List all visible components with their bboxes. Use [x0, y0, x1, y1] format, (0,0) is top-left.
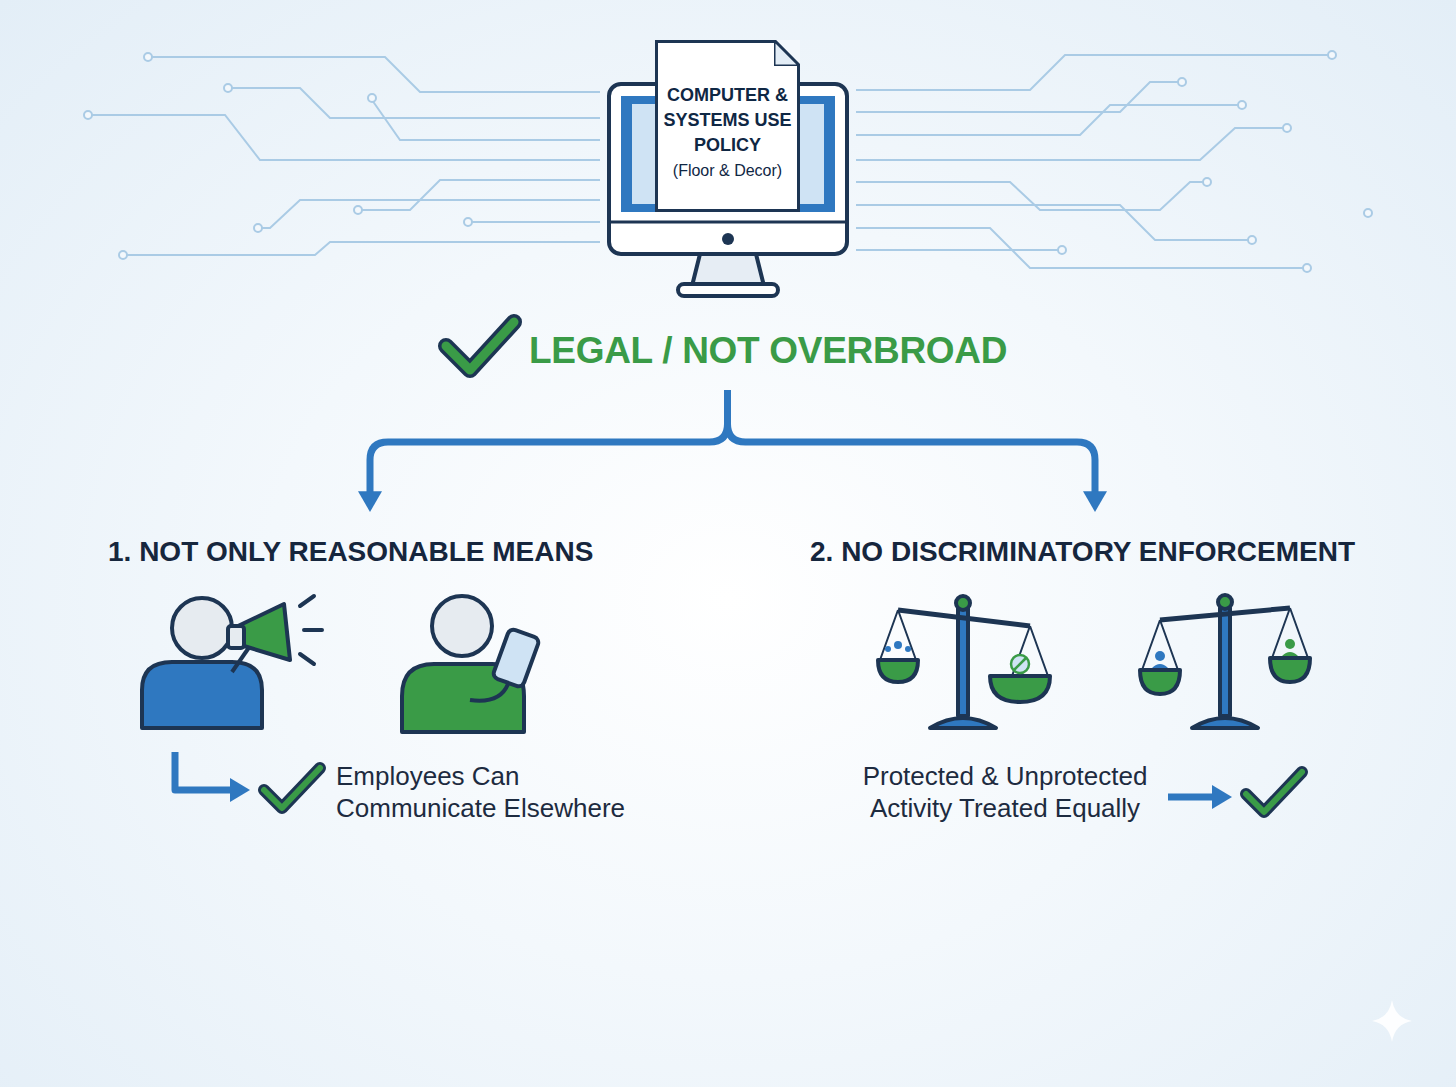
node-title: COMPUTER & SYSTEMS USE POLICY [658, 43, 797, 158]
node-title: 1. NOT ONLY REASONABLE MEANS [108, 536, 598, 568]
flow-arrow [1168, 794, 1214, 801]
connector-line [728, 390, 1096, 498]
check-mark [264, 768, 320, 808]
arrow-head [358, 491, 382, 512]
branch-heading: 1. NOT ONLY REASONABLE MEANS [108, 536, 598, 568]
page-fold [774, 40, 800, 66]
policy-document: COMPUTER & SYSTEMS USE POLICY(Floor & De… [655, 40, 800, 212]
check-mark [446, 322, 514, 370]
split-connector [728, 390, 1108, 512]
check-mark [1246, 772, 1302, 812]
megaphone-person [142, 596, 322, 728]
sparkle-mark [1372, 1000, 1412, 1042]
check-mark [446, 322, 514, 370]
split-connector [358, 390, 728, 512]
check-mark [264, 768, 320, 808]
flow-arrow [175, 752, 232, 790]
verdict-heading: LEGAL / NOT OVERBROAD [529, 330, 1012, 372]
scales-equal [1140, 595, 1310, 728]
arrow-head [230, 778, 250, 802]
node-title: 2. NO DISCRIMINATORY ENFORCEMENT [810, 536, 1360, 568]
check-mark [1246, 772, 1302, 812]
outcome-label: Employees Can Communicate Elsewhere [336, 760, 636, 824]
phone-person [402, 596, 540, 732]
node-title: LEGAL / NOT OVERBROAD [529, 330, 1012, 372]
node-subtitle: (Floor & Decor) [658, 160, 797, 182]
connector-line [370, 390, 728, 498]
outcome-label: Protected & Unprotected Activity Treated… [840, 760, 1170, 824]
arrow-head [1212, 785, 1232, 809]
arrow-head [1083, 491, 1107, 512]
scales-unequal [878, 596, 1050, 728]
branch-heading: 2. NO DISCRIMINATORY ENFORCEMENT [810, 536, 1360, 568]
